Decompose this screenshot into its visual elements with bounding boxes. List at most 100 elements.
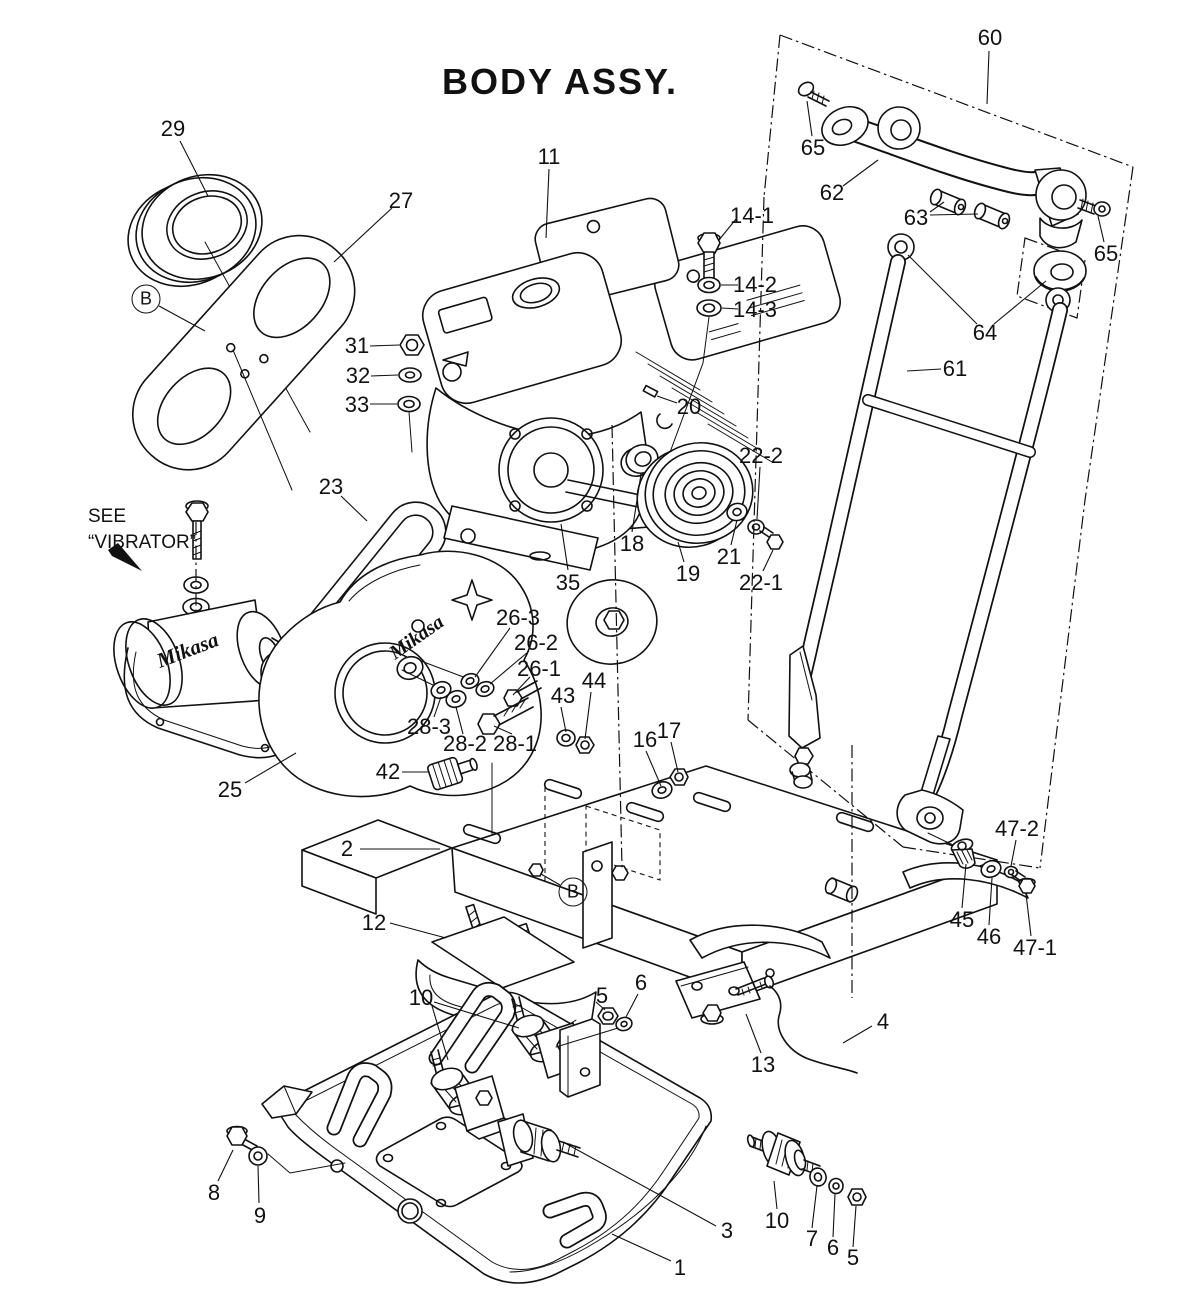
leader-line-31 (369, 344, 400, 347)
belt-guard-plate-27-drawing (131, 234, 356, 491)
part-label-31: 31 (344, 333, 370, 358)
part-label-23: 23 (318, 474, 344, 499)
part-label-20: 20 (676, 394, 702, 419)
part-label-6: 6 (634, 970, 648, 995)
leader-line-44 (584, 691, 592, 740)
leader-line-6 (832, 1193, 836, 1238)
leader-line-61 (906, 368, 942, 372)
leader-line-22-2 (756, 466, 761, 520)
part-label-10: 10 (408, 985, 434, 1010)
see-note-line1: SEE (88, 506, 127, 527)
leader-line-63 (929, 213, 979, 216)
leader-line-B (158, 305, 206, 332)
part-label-65: 65 (800, 135, 826, 160)
leader-line-65 (1097, 215, 1105, 243)
belt-cover-25-drawing: Mikasa (258, 550, 542, 798)
part-label-29: 29 (160, 116, 186, 141)
page-title: BODY ASSY. (441, 61, 679, 102)
part-label-22-1: 22-1 (738, 570, 784, 595)
leader-line-26-1 (512, 676, 531, 696)
leader-line-22-1 (762, 549, 774, 572)
part-label-32: 32 (345, 363, 371, 388)
part-label-26-3: 26-3 (495, 605, 541, 630)
see-note-line2: “VIBRATOR” (88, 531, 197, 553)
leader-line-65 (806, 100, 813, 137)
leader-line-3 (562, 1141, 717, 1227)
part-label-25: 25 (217, 777, 243, 802)
part-label-27: 27 (388, 188, 414, 213)
leader-line-5 (852, 1205, 857, 1248)
part-label-19: 19 (675, 561, 701, 586)
leader-line-10 (433, 1001, 520, 1029)
part-label-14-2: 14-2 (732, 272, 778, 297)
leader-line-43 (560, 706, 567, 733)
part-label-47-1: 47-1 (1012, 935, 1058, 960)
mikasa-star-logo (451, 579, 493, 621)
leader-line-25 (244, 752, 297, 784)
leader-line-64 (907, 254, 978, 325)
leader-line-14-1 (718, 218, 737, 241)
leader-line-17 (670, 741, 679, 773)
part-label-7: 7 (805, 1226, 819, 1251)
ring-29-drawing (127, 173, 311, 433)
leader-line-1 (611, 1233, 672, 1262)
part-label-44: 44 (581, 668, 607, 693)
see-vibrator-arrow (108, 543, 142, 571)
leader-line-18 (631, 473, 642, 533)
shaft-fasteners-drawing (401, 660, 595, 906)
part-label-14-3: 14-3 (732, 297, 778, 322)
leader-line-8 (217, 1149, 234, 1182)
leader-line-11 (545, 168, 550, 239)
part-label-14-1: 14-1 (729, 203, 775, 228)
leader-line-62 (842, 159, 879, 187)
part-label-17: 17 (656, 718, 682, 743)
part-label-5: 5 (846, 1245, 860, 1270)
leader-line-60 (986, 50, 990, 105)
leader-line-5 (595, 1001, 606, 1011)
leader-line-12 (389, 922, 447, 939)
part-label-28-2: 28-2 (442, 731, 488, 756)
handle-assembly-drawing (611, 34, 1134, 998)
part-label-9: 9 (253, 1203, 267, 1228)
part-label-61: 61 (942, 356, 968, 381)
part-label-62: 62 (819, 180, 845, 205)
part-label-4: 4 (876, 1009, 890, 1034)
part-label-22-2: 22-2 (738, 443, 784, 468)
part-label-B: B (558, 877, 588, 907)
leader-line-46 (988, 877, 993, 926)
part-label-5: 5 (595, 983, 609, 1008)
part-label-60: 60 (977, 25, 1003, 50)
leader-line-20 (656, 395, 678, 404)
engine-hardware-drawing (397, 232, 784, 550)
part-label-64: 64 (972, 320, 998, 345)
part-label-42: 42 (375, 759, 401, 784)
part-label-21: 21 (716, 544, 742, 569)
leader-line-35 (560, 523, 569, 571)
leader-line-32 (370, 374, 399, 377)
leader-line-4 (842, 1025, 873, 1044)
leader-line-45 (961, 863, 967, 909)
part-label-26-2: 26-2 (513, 630, 559, 655)
part-label-12: 12 (361, 910, 387, 935)
nut-washer-upper-drawing (555, 1007, 633, 1048)
leader-line-6 (625, 993, 639, 1018)
part-label-8: 8 (207, 1180, 221, 1205)
part-label-43: 43 (550, 683, 576, 708)
part-label-33: 33 (344, 392, 370, 417)
leader-line-29 (179, 140, 209, 197)
bed-plate-2-drawing (301, 756, 1029, 997)
part-label-18: 18 (619, 531, 645, 556)
part-label-26-1: 26-1 (516, 656, 562, 681)
part-label-45: 45 (949, 907, 975, 932)
base-plate-1-drawing (226, 982, 713, 1284)
part-label-16: 16 (632, 727, 658, 752)
leader-line-B (540, 873, 561, 886)
see-vibrator-note: SEE “VIBRATOR” (88, 504, 196, 555)
part-label-10: 10 (764, 1208, 790, 1233)
part-label-1: 1 (673, 1255, 687, 1280)
leader-lines-layer (158, 50, 1105, 1262)
leader-line-7 (811, 1185, 818, 1229)
part-label-63: 63 (903, 205, 929, 230)
